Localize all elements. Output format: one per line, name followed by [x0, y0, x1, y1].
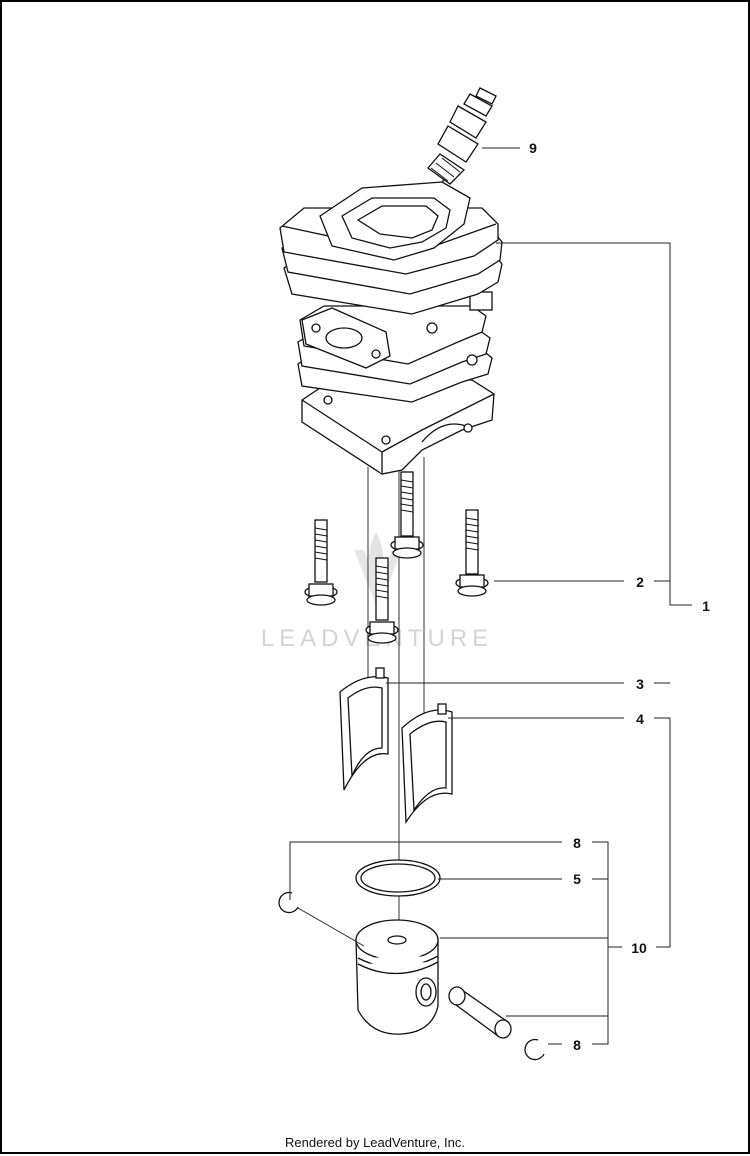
callout-10[interactable]: 10: [631, 940, 647, 956]
piston-ring[interactable]: [355, 859, 441, 897]
spark-plug[interactable]: [421, 87, 497, 215]
footer-credit: Rendered by LeadVenture, Inc.: [285, 1135, 465, 1150]
bolt-front-center[interactable]: [365, 557, 399, 644]
cylinder-spacer-right[interactable]: [401, 703, 453, 825]
piston[interactable]: [355, 919, 439, 1035]
circlip-right[interactable]: [524, 1038, 545, 1061]
piston-pin[interactable]: [448, 986, 512, 1039]
leader-lines: [289, 147, 692, 1045]
cylinder-bolts[interactable]: [304, 471, 489, 644]
callout-5[interactable]: 5: [573, 871, 581, 887]
callout-labels: 9 1 2 3 4 8 5 10 8: [529, 140, 710, 1053]
bolt-right[interactable]: [455, 509, 489, 597]
cylinder[interactable]: [279, 181, 503, 475]
cylinder-spacer-left[interactable]: [339, 667, 389, 791]
callout-8-bottom[interactable]: 8: [573, 1037, 581, 1053]
bolt-rear-center[interactable]: [390, 471, 424, 559]
callout-1[interactable]: 1: [702, 598, 710, 614]
callout-8-top[interactable]: 8: [573, 835, 581, 851]
bolt-front-left[interactable]: [304, 519, 338, 606]
callout-9[interactable]: 9: [529, 140, 537, 156]
circlip-left[interactable]: [278, 891, 299, 914]
callout-2[interactable]: 2: [636, 574, 644, 590]
callout-3[interactable]: 3: [636, 676, 644, 692]
callout-4[interactable]: 4: [636, 711, 644, 727]
